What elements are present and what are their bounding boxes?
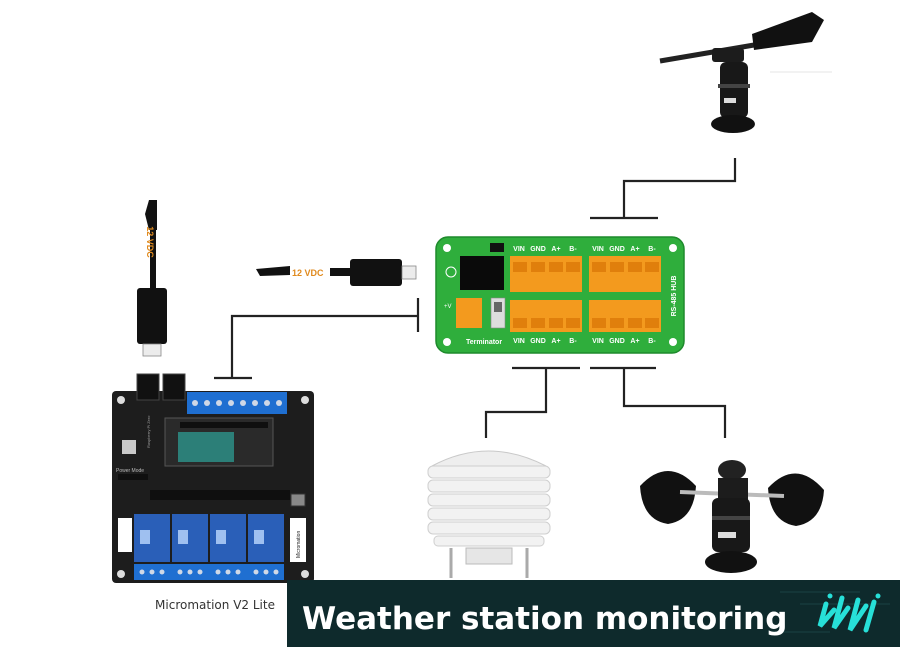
hub-name: RS-485 HUB (671, 276, 678, 317)
hub-top-terminals (510, 256, 661, 292)
vdc-label-horizontal: 12 VDC (292, 268, 324, 278)
hub-pin-bottom-gnd-1: GND (530, 338, 546, 345)
controller-board-text: Raspberry Pi Zero (146, 415, 151, 448)
wire-wind-vane (622, 158, 737, 218)
wind-vane-icon (659, 12, 832, 133)
hub-bottom-terminals (510, 300, 661, 332)
hub-pin-bottom-a-2: A+ (630, 338, 639, 345)
hub-pin-top-vin-2: VIN (592, 246, 604, 253)
controller-caption: Micromation V2 Lite (155, 598, 275, 612)
hub-pin-bottom-b-2: B- (648, 338, 656, 345)
dc-plug-icon (256, 259, 417, 286)
hub-pin-top-vin-1: VIN (513, 246, 525, 253)
hub-terminator-label: Terminator (466, 339, 502, 346)
stack-logo-icon (817, 593, 881, 633)
hub-pin-top-gnd-1: GND (530, 246, 546, 253)
hub-side-label: +V (444, 304, 452, 310)
radiation-shield-icon (427, 450, 551, 578)
relay-bank (134, 514, 284, 562)
hub-pin-bottom-vin-2: VIN (592, 338, 604, 345)
hub-pin-bottom-b-1: B- (569, 338, 577, 345)
wire-controller-hub (230, 314, 418, 378)
wire-shield (484, 368, 548, 438)
hub-pin-bottom-a-1: A+ (551, 338, 560, 345)
rs485-hub: +V Terminator VIN GND A+ B- VIN GND A+ B… (435, 236, 685, 354)
hub-pin-top-a-2: A+ (630, 246, 639, 253)
vdc-label-vertical: 12 VDC (145, 226, 155, 258)
title-banner: Weather station monitoring (287, 580, 900, 647)
controller-board: Raspberry Pi Zero Power Mode Micromation (112, 373, 314, 583)
wire-anemometer (622, 368, 727, 438)
banner-title: Weather station monitoring (302, 601, 787, 637)
hub-pin-top-gnd-2: GND (609, 246, 625, 253)
hub-pin-top-b-2: B- (648, 246, 656, 253)
hub-pin-bottom-gnd-2: GND (609, 338, 625, 345)
wires (214, 158, 737, 438)
hub-pin-top-b-1: B- (569, 246, 577, 253)
anemometer-icon (640, 460, 824, 573)
hub-bottom-pin-labels: VIN GND A+ B- VIN GND A+ B- (513, 338, 656, 345)
hub-top-pin-labels: VIN GND A+ B- VIN GND A+ B- (513, 246, 656, 253)
controller-brand: Micromation (296, 531, 302, 558)
hub-pin-bottom-vin-1: VIN (513, 338, 525, 345)
hub-pin-top-a-1: A+ (551, 246, 560, 253)
dc-plug-icon (137, 200, 167, 357)
controller-power-mode: Power Mode (116, 468, 144, 474)
